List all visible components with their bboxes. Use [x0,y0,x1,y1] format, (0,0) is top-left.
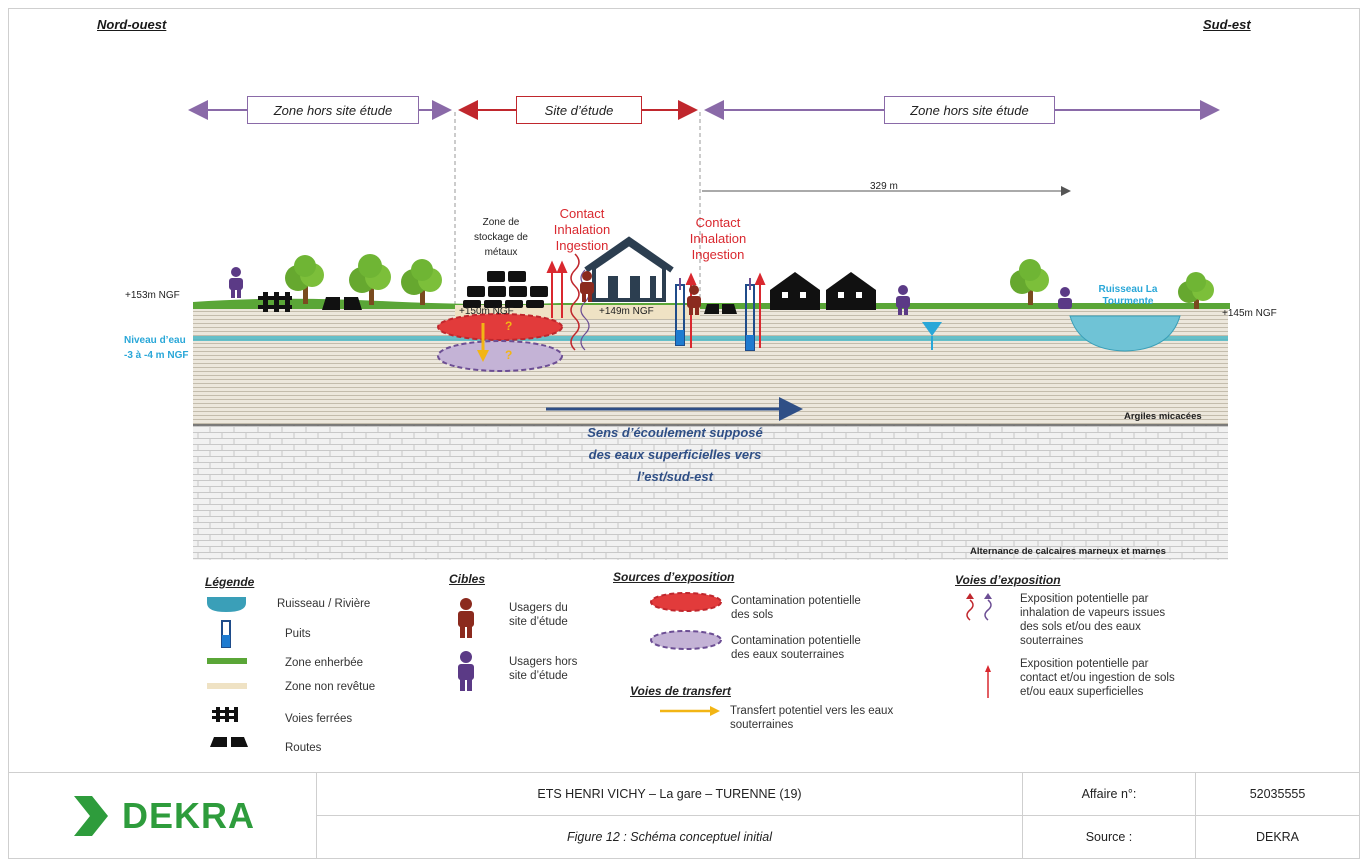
transfer-title: Voies de transfert [630,684,731,698]
limestone-layer-label: Alternance de calcaires marneux et marne… [970,546,1166,557]
water-question-mark: ? [505,348,513,362]
legend-item-river: Ruisseau / Rivière [277,598,371,610]
title-block: DEKRA ETS HENRI VICHY – La gare – TURENN… [8,772,1360,859]
altitude-149: +149m NGF [599,306,654,317]
legend-river-icon [207,597,246,612]
figure-caption: Figure 12 : Schéma conceptuel initial [316,815,1023,859]
dekra-chevron-icon [73,795,108,836]
water-level-icon [922,322,942,336]
grass-strip [193,298,1230,309]
altitude-150: +150m NGF [459,306,514,317]
legend-well-icon [221,620,231,648]
road-icons [322,297,737,314]
logo-cell: DEKRA [8,772,317,859]
legend-item-unpaved: Zone non revêtue [285,681,376,693]
legend-road-icon [210,737,248,747]
warehouse-building [584,236,674,302]
dekra-logo: DEKRA [10,794,315,838]
soil-question-mark: ? [505,319,513,333]
legend-title: Légende [205,575,255,589]
direction-southeast: Sud-est [1203,17,1251,32]
legend-vapour-icon [966,593,992,621]
limestone-layer [193,425,1228,560]
river [1069,315,1181,352]
legend-person-site-icon [458,598,474,638]
targets-title: Cibles [449,572,486,586]
wells [675,278,755,351]
legend-item-railway: Voies ferrées [285,713,353,725]
source-label: Source : [1022,815,1196,859]
zone-right-offsite: Zone hors site étude [884,96,1055,124]
legend-groundwater-icon [650,630,722,650]
clay-layer-label: Argiles micacées [1124,411,1202,422]
soil-contamination [437,313,563,341]
legend-soil-icon [650,592,722,612]
legend-item-grass: Zone enherbée [285,657,364,669]
metal-storage [463,271,548,308]
legend-person-offsite-icon [458,651,474,691]
people [229,267,1072,315]
water-level-label: Niveau d’eau-3 à -4 m NGF [124,335,189,361]
direction-northwest: Nord-ouest [97,17,167,32]
conceptual-diagram [188,100,1230,747]
legend-item-well: Puits [285,628,311,640]
legend-icons [207,592,992,747]
affaire-label: Affaire n°: [1022,772,1196,816]
altitude-145: +145m NGF [1222,308,1277,319]
source-value: DEKRA [1195,815,1360,859]
zone-study-site: Site d’étude [516,96,642,124]
exposure-arrows-site [546,260,766,348]
altitude-153: +153m NGF [125,290,180,301]
clay-layer [193,305,1228,425]
project-title: ETS HENRI VICHY – La gare – TURENNE (19) [316,772,1023,816]
page-frame [8,8,1360,859]
legend-rail-icon [212,707,238,722]
trees [285,254,1214,309]
legend-contact-icon [985,665,991,698]
vapour-wave [570,253,580,351]
railway-icon [258,292,292,312]
houses [770,272,876,310]
affaire-number: 52035555 [1195,772,1360,816]
legend-grass-icon [207,658,247,664]
sources-title: Sources d’exposition [613,570,735,584]
groundwater-contamination [437,340,563,372]
legend-item-roads: Routes [285,742,322,754]
water-table [193,336,1228,341]
zone-left-offsite: Zone hors site étude [247,96,419,124]
exposure-routes-title: Voies d’exposition [955,573,1061,587]
legend-unpaved-icon [207,683,247,689]
distance-label: 329 m [870,181,898,192]
